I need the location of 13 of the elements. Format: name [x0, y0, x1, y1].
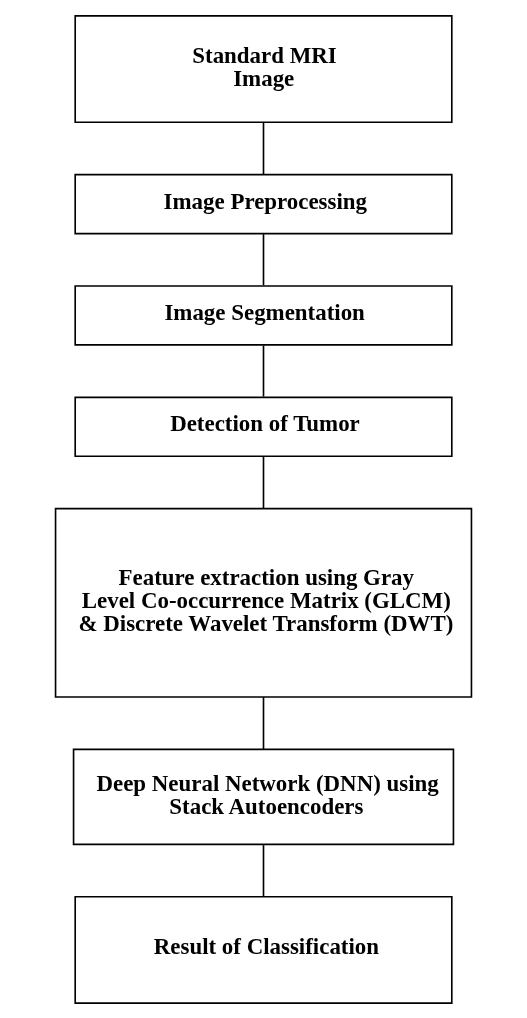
node-box: Image Preprocessing — [74, 173, 453, 234]
connector — [262, 695, 265, 750]
node-box: Deep Neural Network (DNN) using Stack Autoencoders — [72, 748, 455, 845]
node-box: Detection of Tumor — [74, 396, 453, 457]
connector — [262, 344, 265, 397]
node-box: Standard MRI Image — [74, 14, 453, 123]
connector — [262, 232, 265, 286]
connector — [262, 121, 265, 175]
connector — [262, 455, 265, 509]
node-box: Result of Classification — [74, 895, 453, 1004]
node-box: Feature extraction using Gray Level Co-occurrence Matrix (GLCM) & Discrete Wavelet Transform (DWT) — [54, 507, 473, 698]
connector — [262, 843, 265, 897]
node-box: Image Segmentation — [74, 284, 453, 346]
